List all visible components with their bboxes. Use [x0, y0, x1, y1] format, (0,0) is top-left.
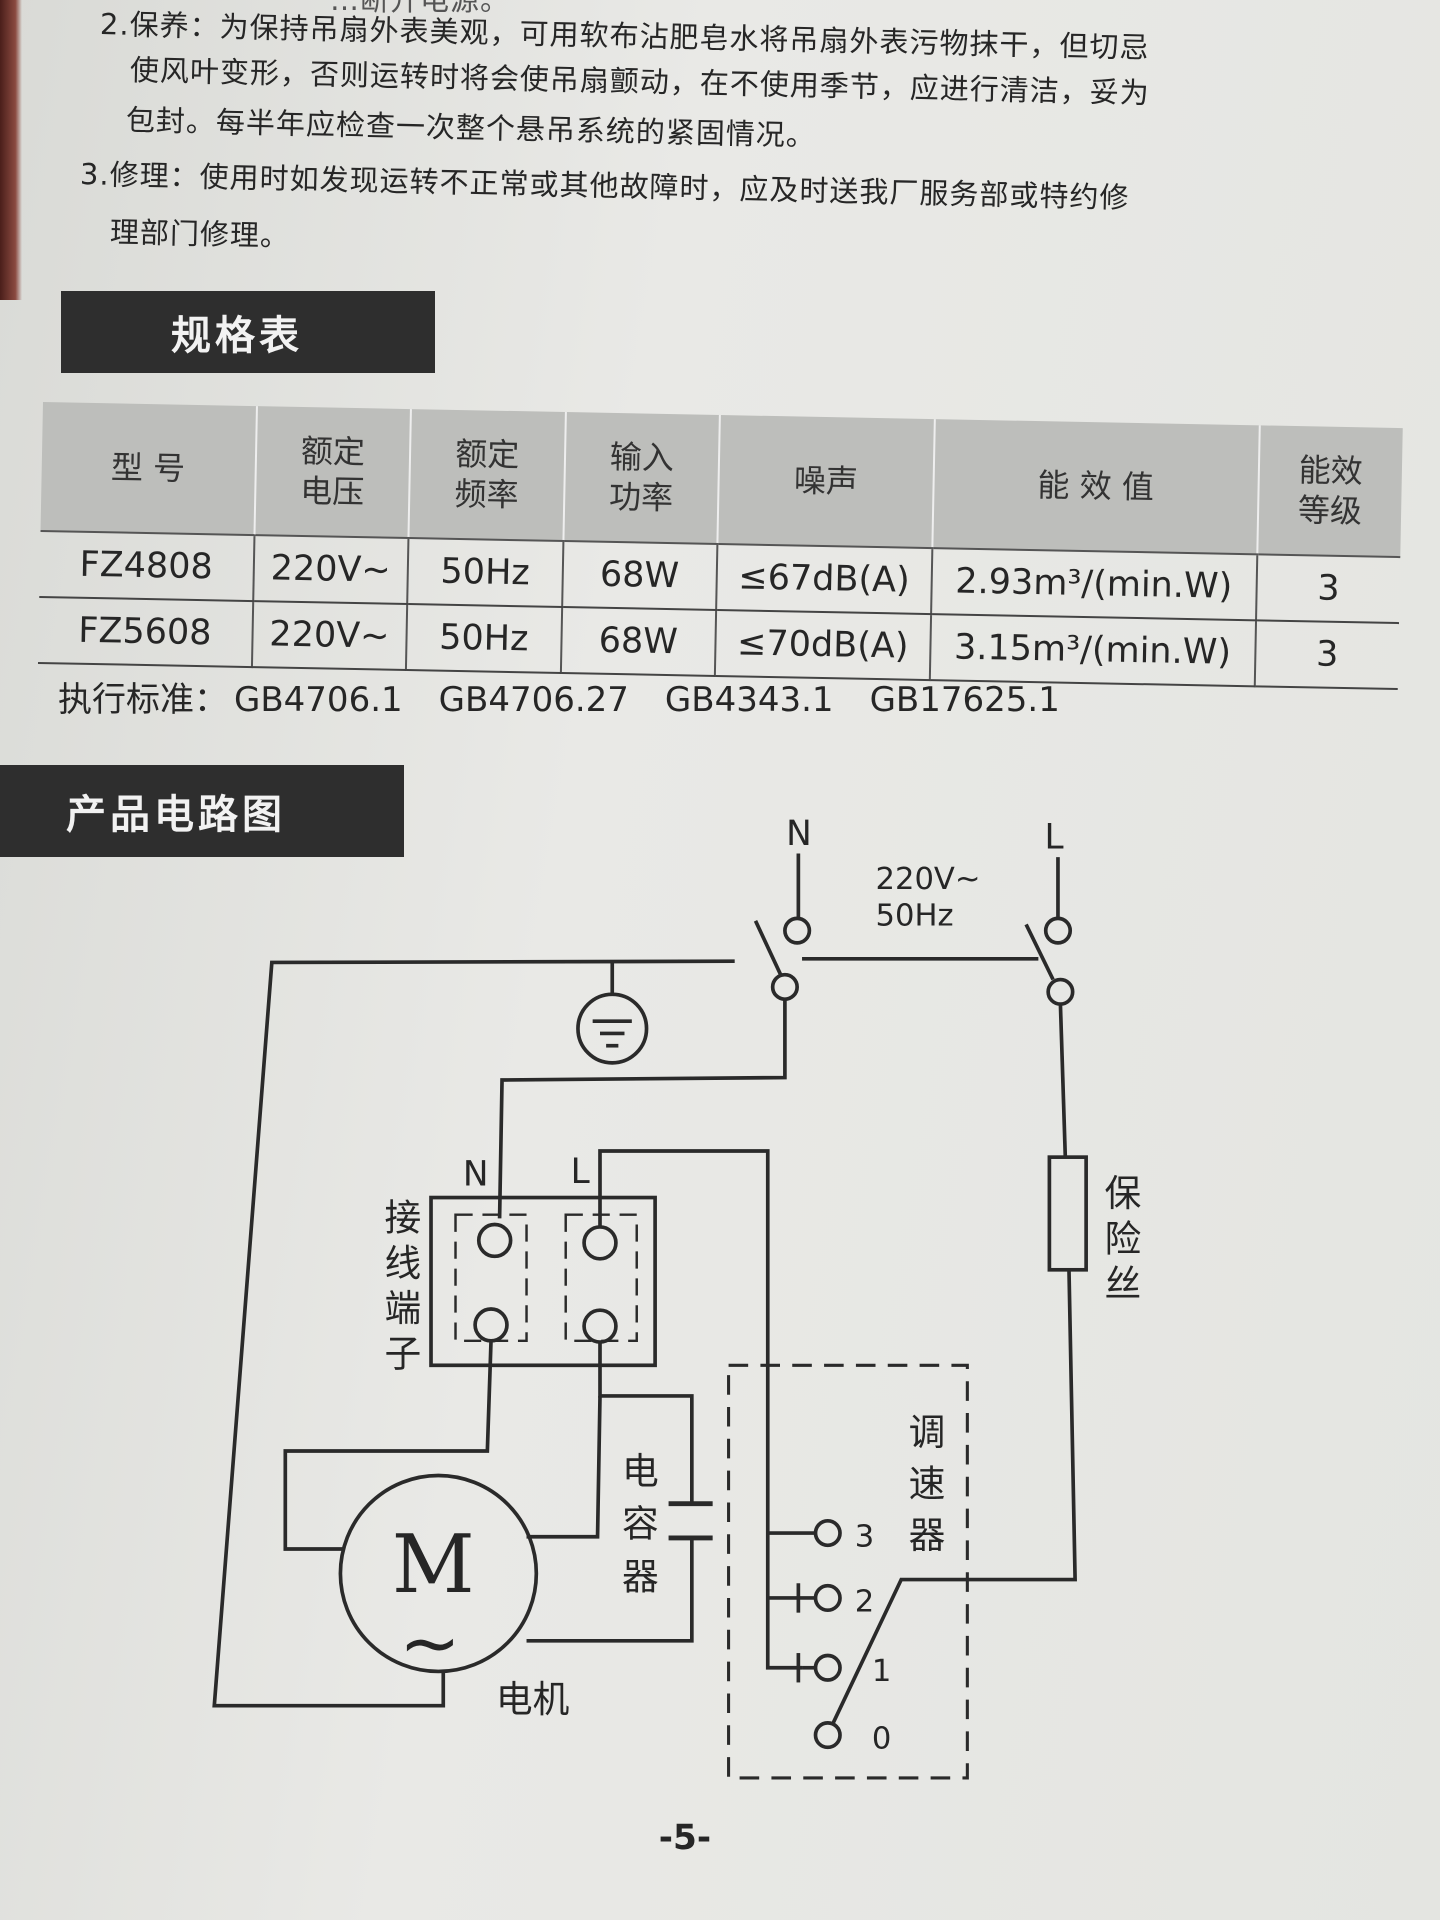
speed-position-0: 0 [872, 1722, 891, 1757]
supply-frequency: 50Hz [876, 899, 954, 934]
fuse-label-char: 丝 [1104, 1263, 1141, 1306]
speed-controller-label-char: 速 [909, 1462, 946, 1505]
supply-n-terminal [783, 916, 812, 945]
supply-voltage: 220V~ [876, 862, 981, 897]
speed-contact-0 [813, 1721, 842, 1750]
standards-label: 执行标准： [58, 680, 228, 720]
speed-position-3: 3 [855, 1520, 874, 1555]
fuse-label-char: 险 [1104, 1217, 1141, 1260]
switch-n-blade [753, 920, 783, 977]
fuse-label-char: 保 [1104, 1172, 1141, 1215]
terminal-label-char: 子 [384, 1333, 421, 1376]
capacitor-label-char: 器 [622, 1555, 659, 1598]
page-number: -5- [659, 1818, 711, 1858]
supply-l-label: L [1044, 818, 1063, 858]
motor-label: 电机 [496, 1678, 569, 1721]
supply-n-label: N [786, 814, 812, 854]
ground-icon [576, 992, 649, 1065]
terminal-n-label: N [463, 1154, 489, 1194]
terminal-label-char: 端 [384, 1287, 421, 1330]
motor-ac-symbol: ~ [399, 1601, 461, 1686]
speed-contact-3 [813, 1518, 842, 1548]
terminal-l-label: L [571, 1152, 590, 1192]
standard-item: GB4706.1 [234, 680, 403, 720]
motor-symbol [338, 1473, 539, 1674]
standard-item: GB4343.1 [664, 680, 834, 720]
standard-item: GB17625.1 [869, 680, 1060, 720]
circuit-section-title: 产品电路图 [0, 765, 404, 857]
capacitor-label-char: 电 [622, 1450, 659, 1493]
speed-controller-label-char: 器 [909, 1514, 946, 1557]
capacitor-label-char: 容 [622, 1503, 659, 1546]
terminal-block [429, 1195, 657, 1368]
speed-controller-label-char: 调 [909, 1411, 946, 1454]
speed-contact-1 [813, 1653, 842, 1682]
speed-contact-2 [813, 1583, 842, 1613]
standard-item: GB4706.27 [438, 680, 629, 720]
speed-controller-box [727, 1363, 969, 1780]
fuse-symbol [1047, 1155, 1088, 1272]
terminal-label-char: 接 [384, 1197, 421, 1240]
wires [212, 853, 1088, 1780]
switch-l-blade [1024, 923, 1055, 981]
standards-line: 执行标准：GB4706.1 GB4706.27 GB4343.1 GB17625.1 [58, 672, 1096, 721]
speed-position-2: 2 [855, 1584, 874, 1619]
spec-section-title: 规格表 [61, 291, 435, 373]
cut-text: …断开电源。 [330, 0, 511, 17]
photo-background-edge [0, 0, 22, 300]
motor-m-symbol: M [392, 1518, 475, 1612]
supply-l-terminal [1043, 916, 1073, 945]
speed-position-1: 1 [872, 1654, 891, 1689]
terminal-label-char: 线 [384, 1242, 421, 1285]
